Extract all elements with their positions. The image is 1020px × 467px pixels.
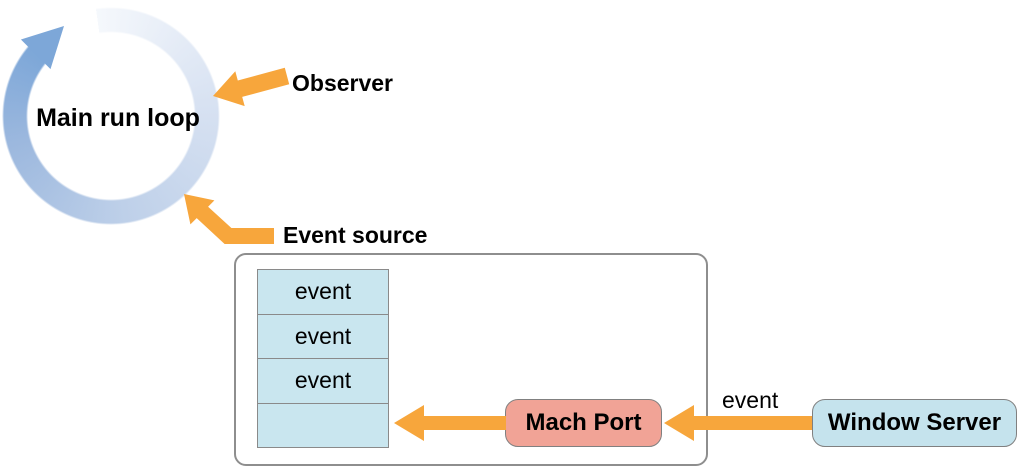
event-source-label: Event source xyxy=(283,222,428,248)
event-queue-cell: event xyxy=(258,313,388,358)
event-queue-cell: event xyxy=(258,358,388,403)
observer-label: Observer xyxy=(292,70,394,96)
event-queue-cell: event xyxy=(258,270,388,314)
event-queue: event event event xyxy=(257,269,389,448)
mach-port-node: Mach Port xyxy=(505,399,662,447)
window-server-node: Window Server xyxy=(812,399,1017,447)
main-run-loop-label: Main run loop xyxy=(36,104,200,132)
event-queue-cell-empty xyxy=(258,402,388,447)
event-source-arrow-icon xyxy=(184,194,274,244)
observer-arrow-icon xyxy=(213,67,290,107)
event-flow-label-mach-port: event xyxy=(722,387,779,413)
